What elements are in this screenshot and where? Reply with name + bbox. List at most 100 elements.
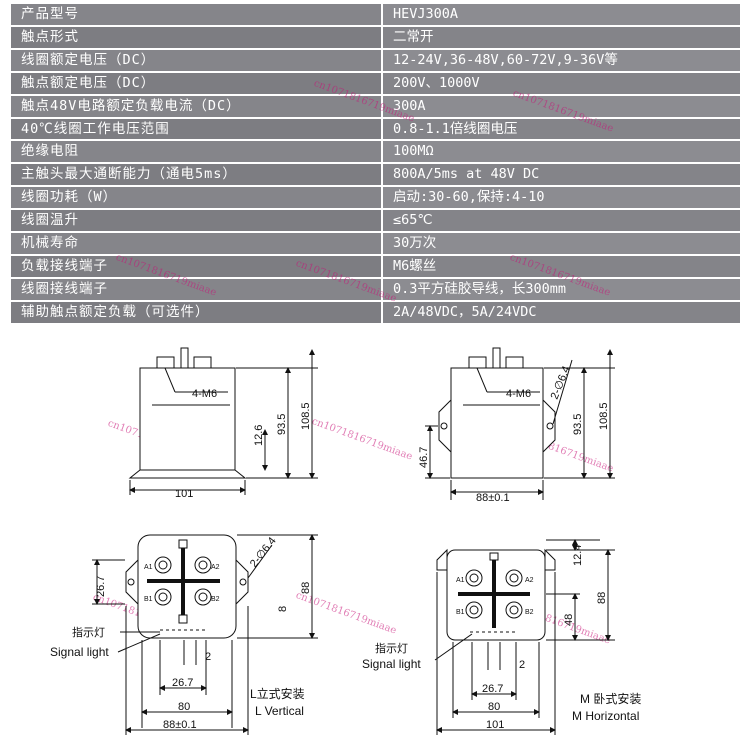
dim-two: 2 (205, 651, 211, 663)
spec-label: 机械寿命 (11, 232, 382, 256)
spec-row: 触点形式二常开 (11, 25, 740, 50)
terminal-stud (505, 356, 524, 369)
terminal-b2 (194, 588, 212, 606)
mount-type-cn: M 卧式安装 (580, 691, 641, 706)
dim-height: 26.7 (95, 576, 107, 597)
spec-label: 触点48V电路额定负载电流（DC） (11, 94, 382, 119)
dim-height: 46.7 (418, 447, 430, 468)
mount-ear (438, 398, 452, 454)
front-view-vertical (128, 347, 318, 495)
spec-value: 30万次 (381, 232, 740, 256)
top-view-horizontal (434, 539, 615, 735)
spec-label: 触点额定电压（DC） (11, 71, 382, 96)
dim-span: 26.7 (482, 683, 503, 695)
spec-label: 线圈功耗（W） (11, 186, 382, 211)
spec-row: 主触头最大通断能力（通电5ms）800A/5ms at 48V DC (11, 163, 740, 188)
dim-top: 12.4 (572, 545, 584, 566)
dim-width: 101 (486, 719, 504, 731)
spec-label: 触点形式 (11, 25, 382, 50)
center-post (180, 347, 189, 369)
spec-value: 800A/5ms at 48V DC (381, 163, 740, 188)
dim-width: 88±0.1 (163, 719, 197, 731)
dim-hole: 2-∅6.4 (248, 535, 279, 570)
spec-label: 40℃线圈工作电压范围 (11, 117, 382, 142)
dim-width: 80 (178, 701, 190, 713)
spec-row: 线圈功耗（W）启动:30-60,保持:4-10 (11, 186, 740, 211)
spec-value: ≤65℃ (381, 209, 740, 234)
mount-hole (546, 422, 554, 430)
spec-label: 绝缘电阻 (11, 140, 382, 165)
mount-type-en: L Vertical (255, 704, 304, 718)
spec-row: 触点额定电压（DC）200V、1000V (11, 71, 740, 96)
terminal-label: B1 (144, 596, 153, 603)
terminal-a1 (154, 556, 172, 574)
terminal-label: B1 (456, 609, 465, 616)
front-view-horizontal (425, 347, 615, 500)
center-post (492, 347, 501, 369)
terminal-b1 (154, 588, 172, 606)
spec-value: 二常开 (381, 25, 740, 50)
mount-type-cn: L立式安装 (250, 686, 305, 701)
spec-label: 主触头最大通断能力（通电5ms） (11, 163, 382, 188)
dim-height: 88 (596, 592, 608, 604)
terminal-label: A1 (144, 564, 153, 571)
dim-hole: 2-∅6.4 (549, 364, 573, 401)
spec-value: 200V、1000V (381, 71, 740, 96)
spec-label: 线圈额定电压（DC） (11, 48, 382, 73)
dim-two: 2 (519, 659, 525, 671)
spec-label: 产品型号 (11, 4, 382, 27)
dim-thread: 4-M6 (506, 388, 531, 400)
signal-light-label-en: Signal light (50, 645, 109, 659)
spec-value: M6螺丝 (381, 254, 740, 279)
spec-label: 线圈接线端子 (11, 277, 382, 302)
signal-light-label-en: Signal light (362, 657, 421, 671)
terminal-stud (468, 356, 487, 369)
spec-value: HEVJ300A (381, 4, 740, 27)
dim-height: 108.5 (598, 402, 610, 430)
dim-width: 88±0.1 (476, 492, 510, 504)
dim-48: 48 (563, 614, 575, 626)
spec-value: 100MΩ (381, 140, 740, 165)
relay-body (139, 367, 236, 471)
dim-height: 93.5 (276, 414, 288, 435)
spec-row: 触点48V电路额定负载电流（DC）300A (11, 94, 740, 119)
terminal-stud (193, 356, 212, 369)
terminal-stud (156, 356, 175, 369)
terminal-label: B2 (211, 596, 220, 603)
terminal-label: B2 (525, 609, 534, 616)
spec-row: 线圈温升≤65℃ (11, 209, 740, 234)
dim-height: 12.6 (253, 425, 265, 446)
mount-hole (440, 422, 448, 430)
spec-value: 0.8-1.1倍线圈电压 (381, 117, 740, 142)
spec-row: 辅助触点额定负载（可选件）2A/48VDC，5A/24VDC (11, 300, 740, 325)
spec-row: 线圈额定电压（DC）12-24V,36-48V,60-72V,9-36V等 (11, 48, 740, 73)
dim-height: 93.5 (572, 414, 584, 435)
terminal-label: A2 (525, 577, 534, 584)
spec-value: 启动:30-60,保持:4-10 (381, 186, 740, 211)
dim-width: 101 (175, 488, 193, 500)
spec-label: 负载接线端子 (11, 254, 382, 279)
spec-value: 2A/48VDC，5A/24VDC (381, 300, 740, 325)
dim-height: 88 (300, 582, 312, 594)
leader-line (164, 367, 176, 393)
terminal-label: A1 (456, 577, 465, 584)
base-flange (128, 469, 247, 479)
terminal-label: A2 (211, 564, 220, 571)
mount-ear (542, 398, 556, 454)
spec-value: 12-24V,36-48V,60-72V,9-36V等 (381, 48, 740, 73)
dim-thread: 4-M6 (192, 388, 217, 400)
dim-small: 8 (277, 606, 289, 612)
spec-value: 0.3平方硅胶导线，长300mm (381, 277, 740, 302)
terminal-a2 (194, 556, 212, 574)
spec-value: 300A (381, 94, 740, 119)
relay-body (450, 367, 544, 479)
mount-type-en: M Horizontal (572, 709, 639, 723)
spec-label: 线圈温升 (11, 209, 382, 234)
signal-light-label-cn: 指示灯 (375, 641, 408, 655)
